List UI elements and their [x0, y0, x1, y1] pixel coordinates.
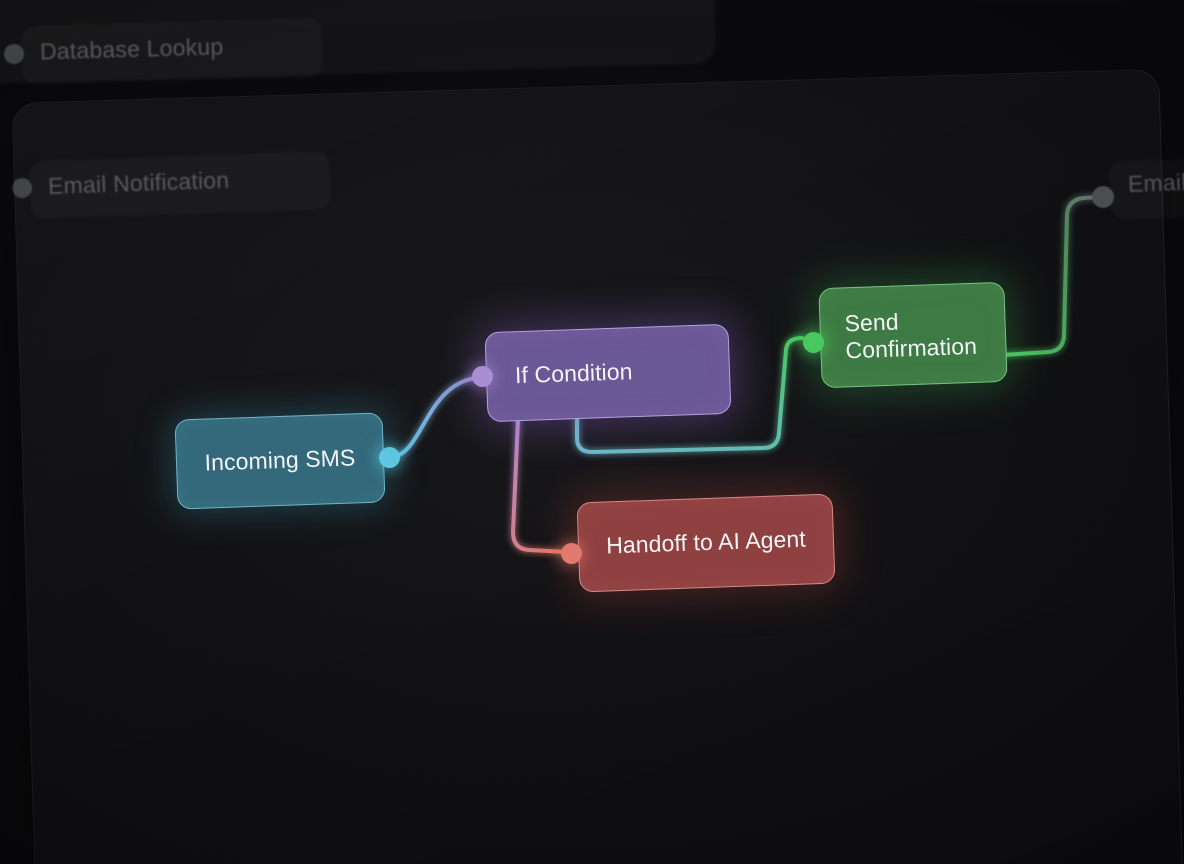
port-if-condition-input[interactable]	[472, 366, 493, 387]
ghost-node-database-lookup-label: Database Lookup	[39, 33, 224, 65]
port-handoff-to-ai-agent-input[interactable]	[561, 543, 582, 564]
node-if-condition[interactable]: If Condition	[484, 323, 732, 423]
port-send-confirmation-input[interactable]	[803, 332, 824, 353]
node-handoff-to-ai-agent-label: Handoff to AI Agent	[605, 525, 807, 559]
node-if-condition-label: If Condition	[514, 358, 633, 389]
node-send-confirmation-label: Send Confirmation	[844, 308, 978, 364]
node-incoming-sms[interactable]: Incoming SMS	[174, 412, 386, 510]
email-notification-port-icon	[12, 178, 32, 198]
node-handoff-to-ai-agent[interactable]: Handoff to AI Agent	[576, 493, 836, 593]
node-incoming-sms-label: Incoming SMS	[204, 444, 356, 477]
node-send-confirmation[interactable]: Send Confirmation	[818, 281, 1008, 389]
ghost-node-email-partial-label: Email	[1127, 168, 1184, 198]
port-incoming-sms-output[interactable]	[379, 447, 400, 468]
database-lookup-port-icon	[4, 44, 24, 64]
port-email-partial-input[interactable]	[1092, 186, 1114, 208]
